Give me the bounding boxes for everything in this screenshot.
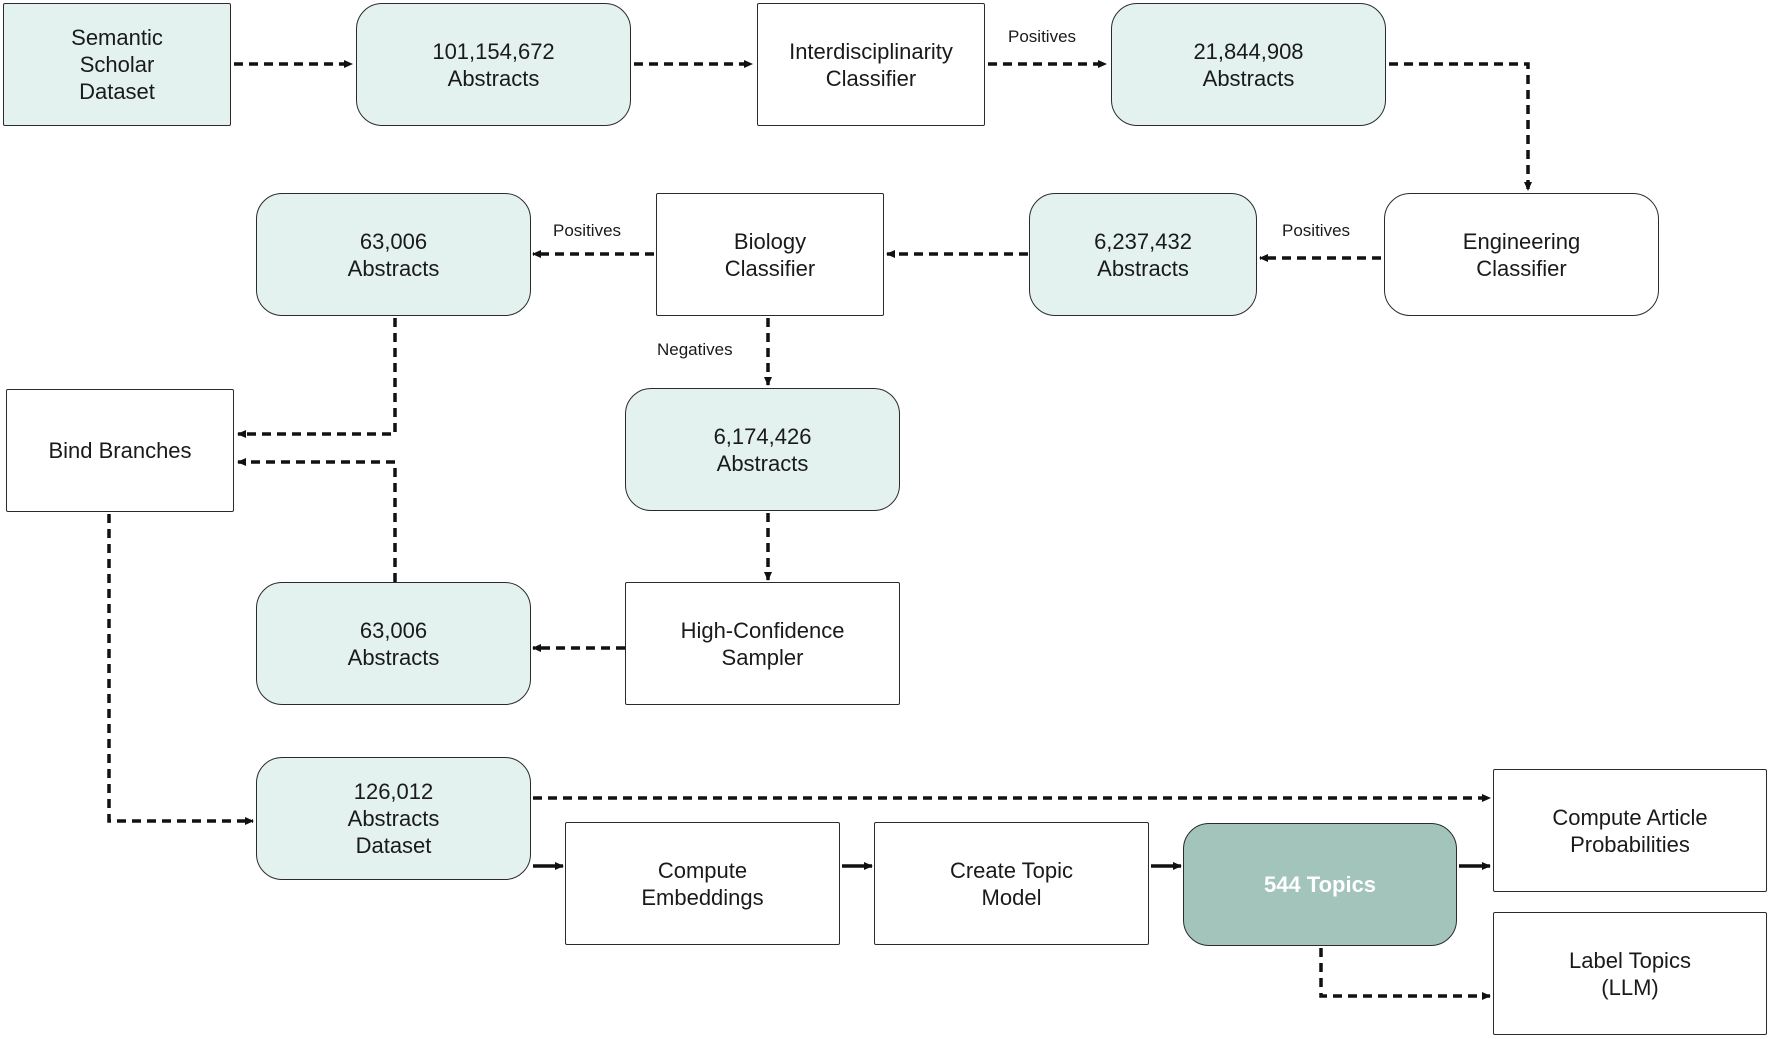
biology-classifier-node: Biology Classifier (656, 193, 884, 316)
bind-branches-label: Bind Branches (48, 438, 192, 463)
abstracts-63k-top-label: 63,006 Abstracts (347, 228, 440, 281)
topics-544-label: 544 Topics (1263, 872, 1377, 897)
create-topic-model-node: Create Topic Model (874, 822, 1149, 945)
compute-article-probabilities-label: Compute Article Probabilities (1552, 804, 1708, 857)
dataset-126k-label: 126,012 Abstracts Dataset (347, 779, 440, 858)
edge-label-negatives-biology: Negatives (657, 340, 733, 359)
abstracts-63k-bottom-label: 63,006 Abstracts (347, 617, 440, 670)
abstracts-6-1m-node: 6,174,426 Abstracts (625, 388, 900, 511)
abstracts-6-2m-label: 6,237,432 Abstracts (1094, 228, 1192, 281)
abstracts-101m-node: 101,154,672 Abstracts (356, 3, 631, 126)
high-confidence-sampler-label: High-Confidence Sampler (680, 617, 845, 670)
edge-bind-to-126k (107, 514, 254, 825)
edge-63k-top-to-bind (237, 318, 397, 438)
topics-544-node: 544 Topics (1183, 823, 1457, 946)
abstracts-6-2m-node: 6,237,432 Abstracts (1029, 193, 1257, 316)
label-topics-label: Label Topics (LLM) (1569, 947, 1691, 1000)
edge-label-positives-interdisciplinarity: Positives (1008, 27, 1077, 46)
high-confidence-sampler-node: High-Confidence Sampler (625, 582, 900, 705)
interdisciplinarity-classifier-node: Interdisciplinarity Classifier (757, 3, 985, 126)
abstracts-21m-label: 21,844,908 Abstracts (1193, 38, 1304, 91)
abstracts-21m-node: 21,844,908 Abstracts (1111, 3, 1386, 126)
label-topics-node: Label Topics (LLM) (1493, 912, 1767, 1035)
abstracts-101m-label: 101,154,672 Abstracts (432, 38, 555, 91)
semantic-scholar-dataset-label: Semantic Scholar Dataset (71, 25, 163, 104)
abstracts-63k-top-node: 63,006 Abstracts (256, 193, 531, 316)
compute-embeddings-node: Compute Embeddings (565, 822, 840, 945)
edge-label-positives-engineering: Positives (1282, 221, 1351, 240)
edge-21m-to-engineering (1389, 62, 1532, 191)
semantic-scholar-dataset-node: Semantic Scholar Dataset (3, 3, 231, 126)
abstracts-63k-bottom-node: 63,006 Abstracts (256, 582, 531, 705)
engineering-classifier-label: Engineering Classifier (1462, 228, 1581, 281)
edge-label-positives-biology: Positives (553, 221, 622, 240)
biology-classifier-label: Biology Classifier (724, 228, 816, 281)
edge-544-to-label-topics (1319, 948, 1491, 1000)
compute-embeddings-label: Compute Embeddings (641, 857, 764, 910)
edge-63k-bottom-to-bind (237, 458, 397, 582)
abstracts-6-1m-label: 6,174,426 Abstracts (713, 423, 812, 476)
bind-branches-node: Bind Branches (6, 389, 234, 512)
compute-article-probabilities-node: Compute Article Probabilities (1493, 769, 1767, 892)
engineering-classifier-node: Engineering Classifier (1384, 193, 1659, 316)
create-topic-model-label: Create Topic Model (949, 857, 1074, 910)
dataset-126k-node: 126,012 Abstracts Dataset (256, 757, 531, 880)
interdisciplinarity-classifier-label: Interdisciplinarity Classifier (789, 38, 953, 91)
